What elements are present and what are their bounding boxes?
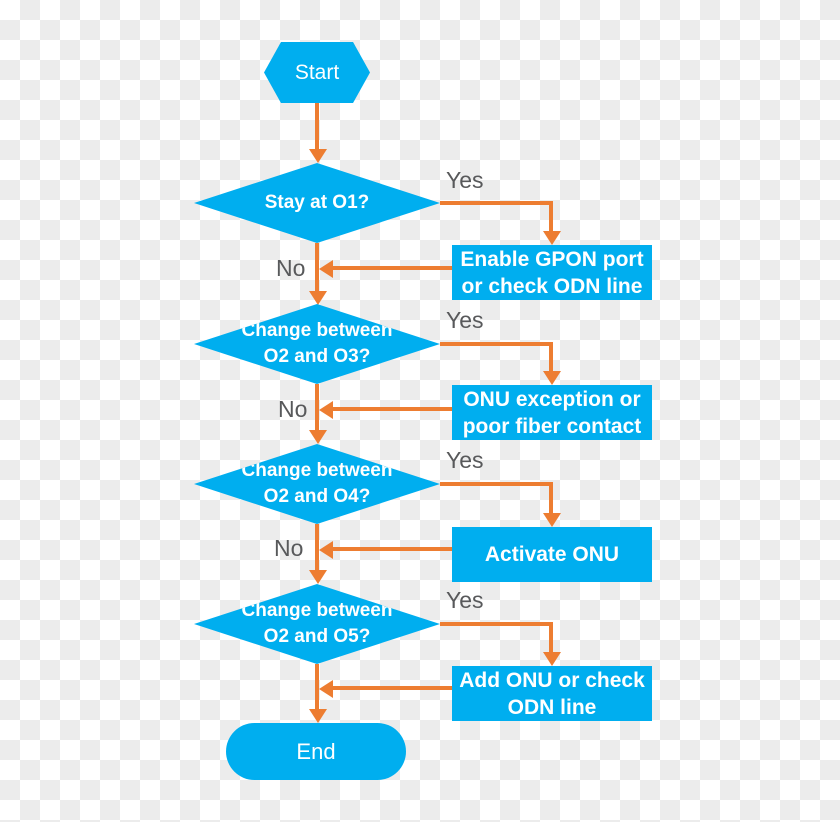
connector-q1-to-q2 <box>315 243 319 291</box>
return-arrow-action2 <box>333 407 452 411</box>
no-label-q2: No <box>278 396 308 422</box>
decision-line1: Stay at O1? <box>264 192 370 213</box>
action-line1: Activate ONU <box>484 543 620 566</box>
arrowhead-left-icon <box>319 541 333 559</box>
connector-q3-to-q4 <box>315 524 319 570</box>
return-arrow-action1 <box>333 266 452 270</box>
action-line1: Enable GPON port <box>460 247 644 271</box>
arrowhead-down-icon <box>309 149 327 163</box>
yes-label-q3: Yes <box>446 447 484 473</box>
yes-branch-q3-vertical <box>549 482 553 515</box>
arrowhead-down-icon <box>309 570 327 584</box>
action-add-onu: Add ONU or check ODN line <box>452 666 652 721</box>
yes-branch-q1-vertical <box>549 201 553 233</box>
arrowhead-down-icon <box>543 652 561 666</box>
action-line2: or check ODN line <box>461 274 643 298</box>
decision-stay-at-o1: Stay at O1? <box>194 163 440 243</box>
arrowhead-down-icon <box>543 513 561 527</box>
end-node: End <box>226 723 406 780</box>
action-onu-exception: ONU exception or poor fiber contact <box>452 385 652 440</box>
arrowhead-left-icon <box>319 260 333 278</box>
arrowhead-down-icon <box>309 291 327 305</box>
yes-branch-q1-horizontal <box>440 201 553 205</box>
connector-q4-to-end <box>315 664 319 709</box>
action-enable-gpon-port: Enable GPON port or check ODN line <box>452 245 652 300</box>
decision-change-o2-o5: Change between O2 and O5? <box>194 584 440 664</box>
action-line2: ODN line <box>507 695 597 719</box>
return-arrow-action4 <box>333 686 452 690</box>
action-activate-onu: Activate ONU <box>452 527 652 582</box>
yes-branch-q3-horizontal <box>440 482 553 486</box>
arrowhead-down-icon <box>309 430 327 444</box>
decision-line1: Change between <box>241 320 393 341</box>
yes-label-q4: Yes <box>446 587 484 613</box>
yes-branch-q2-horizontal <box>440 342 553 346</box>
end-label: End <box>296 738 336 764</box>
decision-line2: O2 and O5? <box>263 626 371 647</box>
arrowhead-left-icon <box>319 680 333 698</box>
decision-line1: Change between <box>241 460 393 481</box>
arrowhead-down-icon <box>543 231 561 245</box>
yes-branch-q2-vertical <box>549 342 553 373</box>
no-label-q1: No <box>276 255 306 281</box>
arrowhead-down-icon <box>543 371 561 385</box>
yes-label-q2: Yes <box>446 307 484 333</box>
yes-branch-q4-horizontal <box>440 622 553 626</box>
decision-change-o2-o3: Change between O2 and O3? <box>194 304 440 384</box>
start-label: Start <box>294 60 340 84</box>
connector-q2-to-q3 <box>315 384 319 430</box>
no-label-q3: No <box>274 535 304 561</box>
yes-branch-q4-vertical <box>549 622 553 654</box>
connector-start-to-q1 <box>315 103 319 149</box>
action-line1: ONU exception or <box>463 387 641 411</box>
return-arrow-action3 <box>333 547 452 551</box>
decision-line2: O2 and O3? <box>263 346 371 367</box>
arrowhead-down-icon <box>309 709 327 723</box>
arrowhead-left-icon <box>319 401 333 419</box>
yes-label-q1: Yes <box>446 167 484 193</box>
start-node: Start <box>264 42 370 103</box>
decision-line1: Change between <box>241 600 393 621</box>
decision-change-o2-o4: Change between O2 and O4? <box>194 444 440 524</box>
action-line1: Add ONU or check <box>459 668 645 692</box>
decision-line2: O2 and O4? <box>263 486 371 507</box>
action-line2: poor fiber contact <box>462 414 642 438</box>
